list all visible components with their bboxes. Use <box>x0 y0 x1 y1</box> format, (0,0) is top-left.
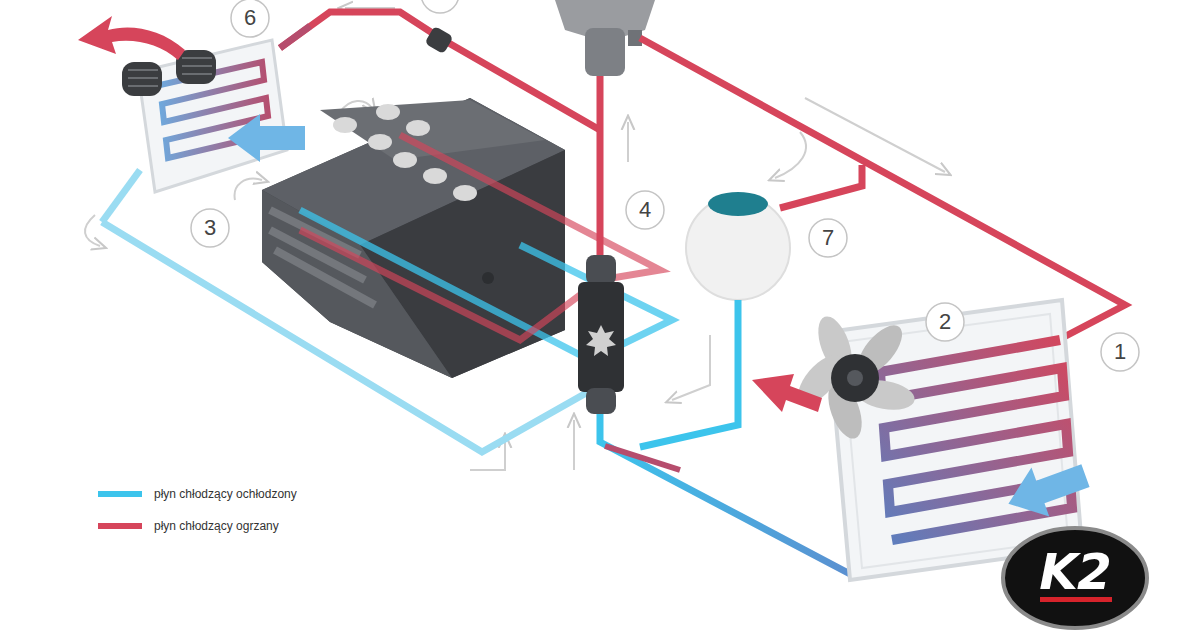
pump-cap <box>586 255 616 285</box>
legend-text: płyn chłodzący ogrzany <box>154 519 279 533</box>
cylinder <box>393 152 417 168</box>
feed-pipe <box>597 76 604 262</box>
callout-circle <box>809 219 847 257</box>
callout-circle <box>231 0 269 37</box>
cylinder <box>376 104 400 120</box>
warm-air-arrow <box>78 16 185 60</box>
legend-row: płyn chłodzący ochłodzony <box>98 486 297 502</box>
mixing-pipe <box>605 446 680 470</box>
legend-swatch <box>98 523 142 529</box>
flow-arrow <box>775 132 806 178</box>
callout-circles <box>191 0 1139 371</box>
logo-underline <box>1040 597 1112 602</box>
engine-front <box>262 190 452 378</box>
legend-text: płyn chłodzący ochłodzony <box>154 487 297 501</box>
fan-hub <box>831 354 879 402</box>
flow-arrow <box>573 420 575 470</box>
logo-badge <box>1003 528 1147 628</box>
impeller-icon <box>586 325 616 356</box>
radiator-feed-pipe <box>640 38 1125 338</box>
fan-ribs <box>128 58 212 86</box>
legend-row: płyn chłodzący ogrzany <box>98 518 279 534</box>
callout-circle <box>926 303 964 341</box>
callout-circle <box>421 0 459 13</box>
cold-air-arrow <box>228 114 305 162</box>
flow-arrow <box>672 335 710 400</box>
callout-circle <box>626 191 664 229</box>
reservoir-feed-pipe <box>780 165 862 208</box>
heater-core <box>138 40 287 192</box>
cylinder <box>368 134 392 150</box>
callout-number: 7 <box>822 227 834 249</box>
feed-pipe <box>280 26 310 48</box>
callout-number: 6 <box>244 7 256 29</box>
radiator-return-pipe <box>600 408 852 575</box>
flow-arrow <box>85 215 100 246</box>
callout-number: 2 <box>939 311 951 333</box>
warm-air-arrow <box>752 374 822 412</box>
cylinder <box>406 120 430 136</box>
callout-circle <box>191 209 229 247</box>
cylinder <box>453 185 477 201</box>
callout-circle <box>1101 333 1139 371</box>
engine-port <box>482 272 494 284</box>
pump-cap <box>586 388 616 414</box>
housing-outlet <box>628 30 642 46</box>
flow-arrow <box>235 179 262 200</box>
return-pipe <box>102 170 140 222</box>
callout-number: 4 <box>639 199 651 221</box>
tank-cap <box>708 192 768 216</box>
cylinder <box>333 117 357 133</box>
logo-text: K2 <box>1039 547 1111 597</box>
legend-swatch <box>98 491 142 497</box>
cylinders <box>333 104 477 201</box>
pump-body <box>578 282 624 392</box>
water-pump <box>578 255 624 414</box>
flow-arrow <box>627 122 629 162</box>
radiator-fan <box>790 312 917 443</box>
flow-arrows <box>85 8 945 470</box>
callout-number: 3 <box>204 217 216 239</box>
cold-air-arrow <box>1000 451 1095 528</box>
heater-fans <box>122 50 216 96</box>
flow-arrow <box>805 98 945 172</box>
cylinder <box>423 168 447 184</box>
callout-number: 1 <box>1114 341 1126 363</box>
valve <box>424 26 453 54</box>
tank-return-pipe <box>640 300 738 447</box>
housing-neck <box>585 28 625 76</box>
fan-axle <box>847 370 863 386</box>
